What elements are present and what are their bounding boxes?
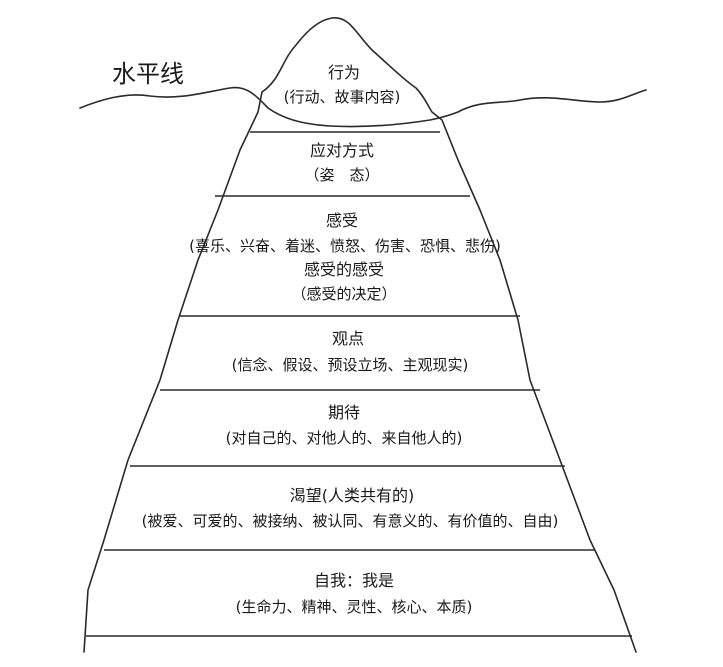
layer-detail: (生命力、精神、灵性、核心、本质) xyxy=(236,598,473,616)
layer-title: 应对方式 xyxy=(310,141,374,160)
layer-detail: (信念、假设、预设立场、主观现实) xyxy=(232,356,469,374)
layer-detail: (对自己的、对他人的、来自他人的) xyxy=(226,429,463,447)
layer-detail: (行动、故事内容) xyxy=(284,88,401,106)
layer-behavior: 行为 (行动、故事内容) xyxy=(284,63,401,106)
layer-title: 行为 xyxy=(328,63,360,82)
waterline xyxy=(79,86,647,128)
layer-detail-secondary: （感受的决定） xyxy=(291,285,396,303)
layer-title: 自我：我是 xyxy=(314,571,394,590)
layer-title: 渴望(人类共有的) xyxy=(290,486,415,505)
waterline-label: 水平线 xyxy=(112,60,184,88)
iceberg-outline xyxy=(83,17,637,653)
layer-title: 观点 xyxy=(332,329,364,348)
layer-title: 感受 xyxy=(326,211,358,230)
layer-perceptions: 观点 (信念、假设、预设立场、主观现实) xyxy=(232,329,469,374)
layer-detail: (喜乐、兴奋、着迷、愤怒、伤害、恐惧、悲伤) xyxy=(189,237,501,255)
layer-title: 期待 xyxy=(328,403,360,422)
layer-expectations: 期待 (对自己的、对他人的、来自他人的) xyxy=(226,403,463,447)
layer-feelings: 感受 (喜乐、兴奋、着迷、愤怒、伤害、恐惧、悲伤) 感受的感受 （感受的决定） xyxy=(189,211,501,303)
layer-detail: （姿 态） xyxy=(304,166,379,184)
layer-detail: (被爱、可爱的、被接纳、被认同、有意义的、有价值的、自由) xyxy=(142,512,559,530)
layer-yearnings: 渴望(人类共有的) (被爱、可爱的、被接纳、被认同、有意义的、有价值的、自由) xyxy=(142,486,559,530)
layer-self: 自我：我是 (生命力、精神、灵性、核心、本质) xyxy=(236,571,473,616)
layer-title-secondary: 感受的感受 xyxy=(304,260,384,279)
layer-coping: 应对方式 （姿 态） xyxy=(304,141,379,184)
